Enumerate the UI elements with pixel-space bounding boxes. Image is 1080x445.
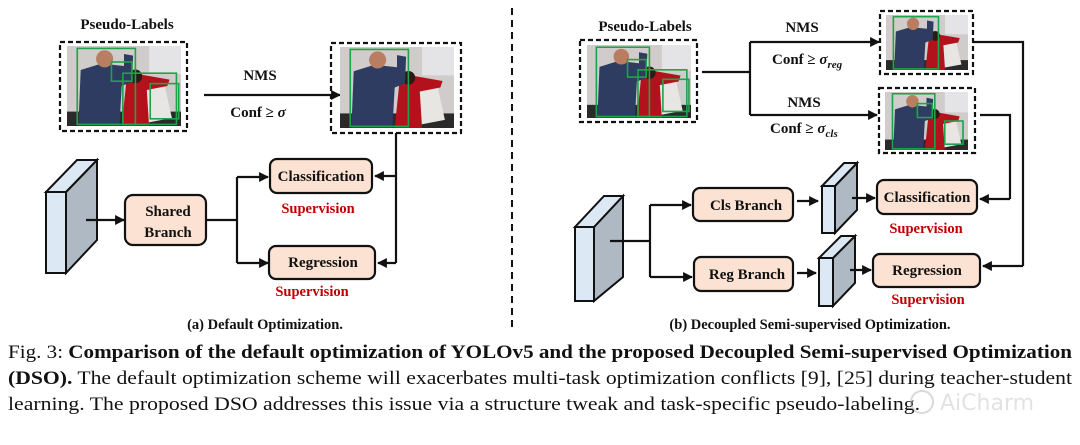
regression-label: Regression: [288, 255, 358, 271]
feature-map-block: [572, 193, 626, 304]
feature-map-block: [43, 157, 100, 276]
shared-branch-label-1: Shared: [145, 204, 191, 220]
detection-box: [595, 46, 651, 118]
pseudo-label-frame: [58, 40, 189, 133]
watermark-text: AiCharm: [940, 391, 1034, 416]
cls-feature-block: [819, 160, 860, 236]
detection-box: [349, 48, 410, 128]
regression-box: [267, 244, 377, 281]
conf-threshold-reg: Conf ≥ σreg: [772, 52, 843, 71]
regression-supervision: Supervision: [275, 284, 348, 300]
cls-branch-label: Cls Branch: [710, 198, 783, 214]
classification-box: [268, 157, 374, 195]
panel-decoupled-optimization: Pseudo-Labels NMS Conf ≥ σreg NMS Conf ≥…: [572, 9, 1025, 333]
classification-label: Classification: [884, 190, 971, 206]
subcaption-a: (a) Default Optimization.: [187, 317, 343, 333]
pseudo-labels-title: Pseudo-Labels: [80, 17, 174, 33]
nms-label: NMS: [243, 68, 276, 84]
detection-box: [149, 82, 180, 120]
classification-supervision: Supervision: [281, 201, 354, 217]
detection-box: [626, 58, 648, 78]
nms-label-reg: NMS: [785, 20, 818, 36]
cls-supervision-line: [980, 113, 1012, 199]
detection-box: [891, 92, 936, 150]
reg-label-image: [886, 15, 968, 70]
conf-threshold-cls: Conf ≥ σcls: [770, 121, 838, 140]
nms-label-cls: NMS: [787, 95, 820, 111]
pseudo-label-frame: [578, 38, 699, 124]
classification-box: [875, 178, 979, 216]
watermark: AiCharm: [910, 390, 1034, 416]
cls-label-frame: [877, 86, 977, 155]
regression-label: Regression: [892, 263, 962, 279]
detection-box: [110, 61, 133, 83]
pseudo-labels-title: Pseudo-Labels: [598, 19, 692, 35]
watermark-logo-icon: [910, 390, 934, 414]
reg-branch-box: [692, 255, 795, 293]
conf-threshold-label: Conf ≥ σ: [230, 105, 286, 121]
panel-default-optimization: Pseudo-Labels NMS Conf ≥ σ Shared Branch…: [43, 17, 463, 333]
figure-caption: Fig. 3: Comparison of the default optimi…: [8, 342, 1073, 415]
detection-box: [662, 78, 690, 113]
cls-label-image: [885, 92, 968, 150]
cls-branch-box: [691, 186, 795, 223]
detection-box: [76, 47, 137, 126]
reg-branch-label: Reg Branch: [709, 267, 786, 283]
caption-line-3: learning. The proposed DSO addresses thi…: [8, 394, 920, 415]
reg-feature-block: [816, 233, 858, 309]
classification-supervision: Supervision: [889, 221, 962, 237]
classification-label: Classification: [278, 169, 365, 185]
detection-box: [943, 120, 964, 146]
detection-box: [892, 15, 940, 70]
caption-line-2: (DSO). The default optimization scheme w…: [8, 368, 1073, 389]
shared-branch-label-2: Branch: [144, 225, 192, 241]
regression-box: [871, 252, 982, 289]
caption-line-1: Fig. 3: Comparison of the default optimi…: [8, 342, 1072, 363]
filtered-label-image: [340, 47, 454, 128]
detection-box: [122, 72, 178, 126]
detection-box: [916, 102, 934, 119]
regression-supervision: Supervision: [891, 292, 964, 308]
pseudo-label-image: [587, 45, 691, 118]
detection-box: [637, 69, 688, 118]
subcaption-b: (b) Decoupled Semi-supervised Optimizati…: [669, 317, 950, 333]
pseudo-label-image: [67, 46, 181, 126]
reg-supervision-line: [973, 40, 1025, 266]
